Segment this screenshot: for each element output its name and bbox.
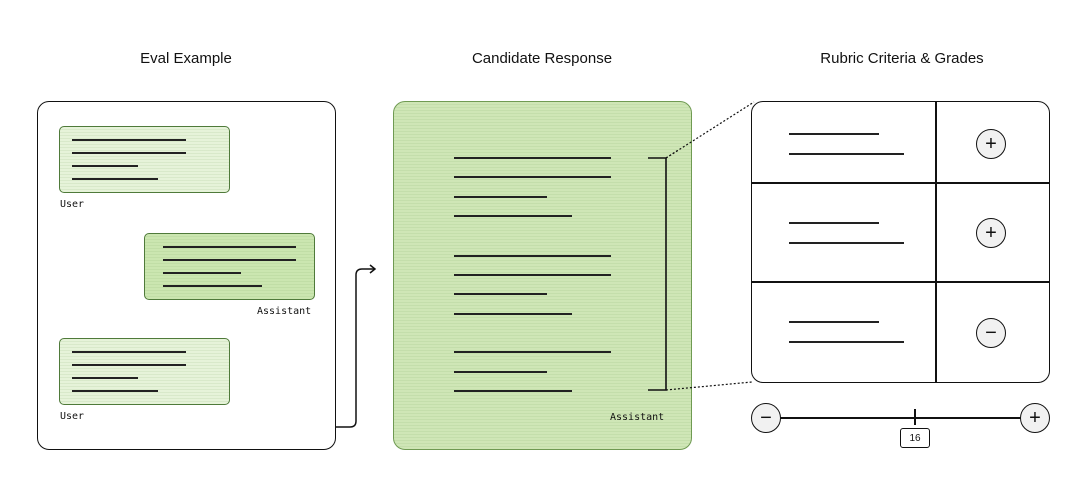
rubric-row-divider: [752, 281, 1049, 283]
score-max-button[interactable]: +: [1020, 403, 1050, 433]
text-line: [454, 176, 611, 178]
text-line: [454, 215, 572, 217]
text-line: [163, 246, 296, 248]
text-line: [72, 377, 138, 379]
score-value-box: 16: [900, 428, 930, 448]
criterion-text-line: [789, 222, 879, 224]
text-line: [72, 351, 186, 353]
text-line: [72, 364, 186, 366]
user-label: User: [60, 411, 85, 422]
rubric-panel: + + −: [751, 101, 1050, 383]
text-line: [454, 313, 572, 315]
assistant-message-bubble: [144, 233, 315, 300]
text-line: [454, 390, 572, 392]
text-line: [454, 351, 611, 353]
text-line: [454, 196, 547, 198]
criterion-text-line: [789, 321, 879, 323]
rubric-title: Rubric Criteria & Grades: [820, 50, 984, 67]
text-line: [454, 157, 611, 159]
text-line: [72, 390, 158, 392]
text-line: [72, 165, 138, 167]
candidate-assistant-label: Assistant: [610, 412, 665, 423]
text-line: [454, 274, 611, 276]
text-line: [454, 293, 547, 295]
text-line: [163, 285, 262, 287]
eval-example-title: Eval Example: [140, 50, 232, 67]
text-line: [454, 371, 547, 373]
criterion-text-line: [789, 341, 904, 343]
grade-minus-button[interactable]: −: [976, 318, 1006, 348]
criterion-text-line: [789, 133, 879, 135]
grade-plus-button[interactable]: +: [976, 129, 1006, 159]
user-message-bubble: [59, 126, 230, 193]
response-bracket: [648, 150, 753, 391]
rubric-row-divider: [752, 182, 1049, 184]
text-line: [72, 139, 186, 141]
assistant-label: Assistant: [257, 306, 312, 317]
score-min-button[interactable]: −: [751, 403, 781, 433]
rubric-column-divider: [935, 102, 937, 382]
criterion-text-line: [789, 242, 904, 244]
score-track: [766, 417, 1035, 419]
user-label: User: [60, 199, 85, 210]
user-message-bubble: [59, 338, 230, 405]
text-line: [454, 255, 611, 257]
criterion-text-line: [789, 153, 904, 155]
text-line: [163, 259, 296, 261]
connector-arrow: [336, 264, 377, 428]
grade-plus-button[interactable]: +: [976, 218, 1006, 248]
text-line: [163, 272, 241, 274]
text-line: [72, 152, 186, 154]
score-tick: [914, 409, 916, 425]
candidate-response-title: Candidate Response: [471, 50, 613, 67]
text-line: [72, 178, 158, 180]
dotted-connector-top: [666, 101, 755, 159]
candidate-response-panel: Assistant: [393, 101, 692, 450]
